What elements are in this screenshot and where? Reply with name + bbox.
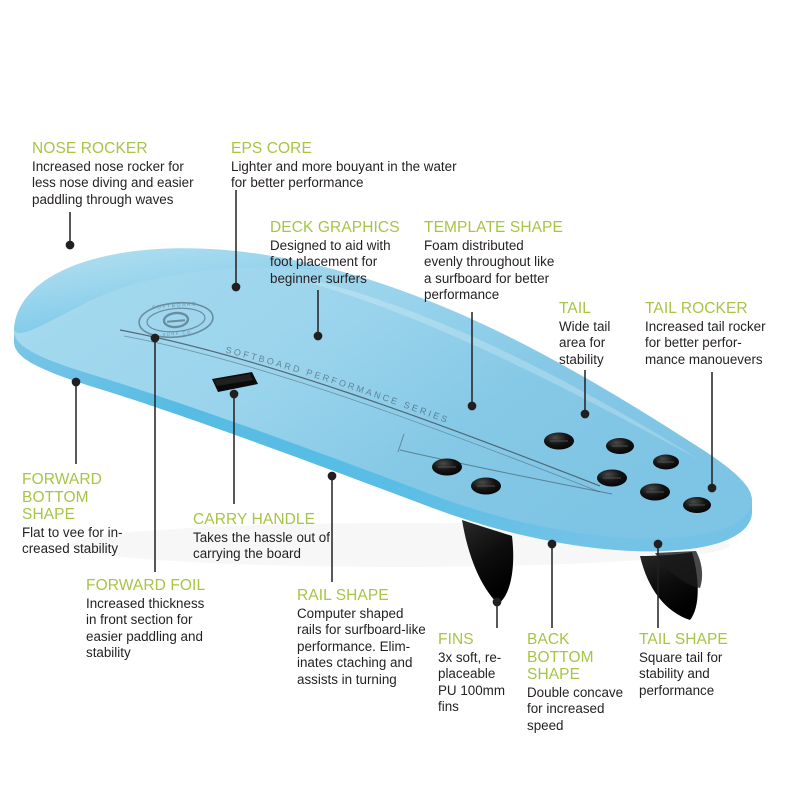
annotation-body: Takes the hassle out of carrying the boa… xyxy=(193,529,330,562)
annotation-forward-bottom-shape: FORWARD BOTTOM SHAPE Flat to vee for in-… xyxy=(22,471,162,558)
annotation-nose-rocker: NOSE ROCKER Increased nose rocker for le… xyxy=(32,140,227,208)
annotation-body: Foam distributed evenly throughout like … xyxy=(424,237,555,303)
annotation-fins: FINS 3x soft, re- placeable PU 100mm fin… xyxy=(438,631,518,716)
annotation-back-bottom-shape: BACK BOTTOM SHAPE Double concave for inc… xyxy=(527,631,632,734)
annotation-title: RAIL SHAPE xyxy=(297,587,389,604)
annotation-tail-shape: TAIL SHAPE Square tail for stability and… xyxy=(639,631,774,699)
annotation-template-shape: TEMPLATE SHAPE Foam distributed evenly t… xyxy=(424,219,569,304)
annotation-eps-core: EPS CORE Lighter and more bouyant in the… xyxy=(231,140,481,192)
annotation-body: Computer shaped rails for surfboard-like… xyxy=(297,605,426,687)
annotation-title: FINS xyxy=(438,631,474,648)
annotation-body: Flat to vee for in- creased stability xyxy=(22,524,123,557)
annotation-body: Designed to aid with foot placement for … xyxy=(270,237,391,286)
annotation-body: Double concave for increased speed xyxy=(527,684,624,733)
annotation-deck-graphics: DECK GRAPHICS Designed to aid with foot … xyxy=(270,219,405,287)
annotation-title: NOSE ROCKER xyxy=(32,140,148,157)
annotation-title: BACK BOTTOM SHAPE xyxy=(527,631,594,683)
annotation-body: Increased tail rocker for better perfor-… xyxy=(645,318,766,367)
annotation-tail-rocker: TAIL ROCKER Increased tail rocker for be… xyxy=(645,300,795,368)
annotation-title: FORWARD FOIL xyxy=(86,577,206,594)
annotation-body: Increased thickness in front section for… xyxy=(86,595,205,661)
annotation-title: TEMPLATE SHAPE xyxy=(424,219,563,236)
annotation-body: Lighter and more bouyant in the water fo… xyxy=(231,158,457,191)
annotation-body: Increased nose rocker for less nose divi… xyxy=(32,158,194,207)
annotation-title: DECK GRAPHICS xyxy=(270,219,400,236)
annotation-body: Square tail for stability and performanc… xyxy=(639,649,723,698)
annotation-title: CARRY HANDLE xyxy=(193,511,316,528)
annotation-rail-shape: RAIL SHAPE Computer shaped rails for sur… xyxy=(297,587,437,688)
annotation-title: FORWARD BOTTOM SHAPE xyxy=(22,471,102,523)
annotation-title: TAIL ROCKER xyxy=(645,300,748,317)
annotation-title: TAIL xyxy=(559,300,591,317)
annotation-title: TAIL SHAPE xyxy=(639,631,728,648)
annotation-body: 3x soft, re- placeable PU 100mm fins xyxy=(438,649,505,715)
annotation-forward-foil: FORWARD FOIL Increased thickness in fron… xyxy=(86,577,226,662)
annotation-body: Wide tail area for stability xyxy=(559,318,611,367)
annotation-title: EPS CORE xyxy=(231,140,312,157)
annotation-tail: TAIL Wide tail area for stability xyxy=(559,300,629,368)
annotation-carry-handle: CARRY HANDLE Takes the hassle out of car… xyxy=(193,511,343,563)
